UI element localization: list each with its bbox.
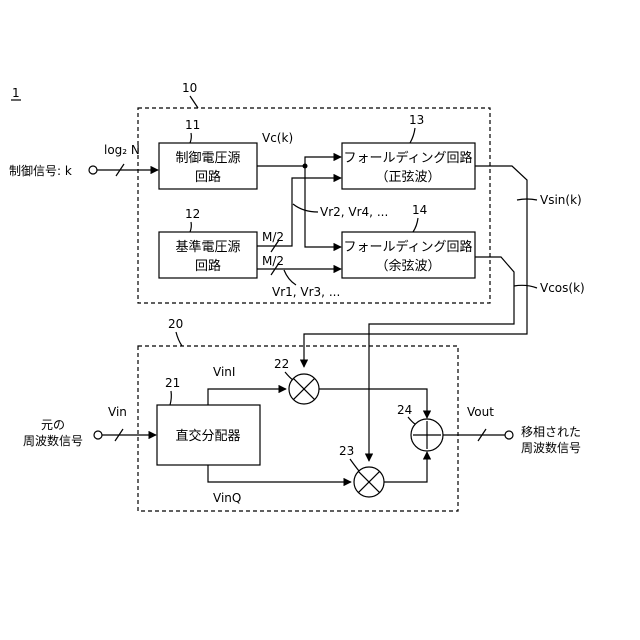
folding-sine-leader bbox=[410, 128, 415, 143]
vcos-label: Vcos(k) bbox=[540, 281, 585, 295]
folding-cosine-line2: （余弦波） bbox=[375, 258, 440, 274]
vcos-leader bbox=[514, 285, 537, 288]
group-20-ref: 20 bbox=[168, 317, 183, 331]
vc-to-folding-sine bbox=[305, 157, 341, 166]
control-voltage-line2: 回路 bbox=[195, 169, 221, 185]
vsin-label: Vsin(k) bbox=[540, 193, 582, 207]
input-signal-line2: 周波数信号 bbox=[23, 433, 83, 448]
folding-cosine-ref: 14 bbox=[412, 203, 427, 217]
mixer-q-to-adder bbox=[384, 452, 427, 482]
quadrature-divider-label: 直交分配器 bbox=[175, 428, 240, 444]
control-voltage-line1: 制御電圧源 bbox=[175, 151, 240, 166]
folding-cosine-line1: フォールディング回路 bbox=[343, 239, 472, 255]
output-signal-line2: 周波数信号 bbox=[521, 440, 581, 455]
vinq-label: VinQ bbox=[213, 491, 241, 505]
folding-sine-ref: 13 bbox=[409, 113, 424, 127]
rf-input-terminal bbox=[94, 431, 102, 439]
control-voltage-ref: 11 bbox=[185, 118, 200, 132]
log-n-label: log₂ N bbox=[104, 143, 140, 157]
vini-wire bbox=[208, 389, 286, 405]
adder-leader bbox=[408, 417, 415, 424]
output-signal-line1: 移相された bbox=[521, 425, 581, 439]
adder-ref: 24 bbox=[397, 403, 412, 417]
control-signal-label: 制御信号: k bbox=[9, 163, 72, 178]
vinq-wire bbox=[208, 465, 351, 482]
control-voltage-leader bbox=[190, 133, 191, 143]
reference-voltage-leader bbox=[190, 222, 191, 232]
input-signal-line1: 元の bbox=[41, 418, 65, 432]
reference-voltage-line2: 回路 bbox=[195, 258, 221, 274]
m2-bottom-label: M/2 bbox=[262, 254, 284, 268]
mixer-q-ref: 23 bbox=[339, 444, 354, 458]
mixer-i-leader bbox=[285, 372, 293, 380]
quadrature-divider-leader bbox=[170, 391, 171, 405]
folding-cosine-leader bbox=[413, 218, 418, 232]
vr-even-label: Vr2, Vr4, ... bbox=[320, 205, 388, 219]
figure-ref: 1 bbox=[12, 86, 20, 100]
vini-label: VinI bbox=[213, 365, 235, 379]
folding-sine-line2: （正弦波） bbox=[375, 169, 440, 185]
control-input-terminal bbox=[89, 166, 97, 174]
rf-output-terminal bbox=[505, 431, 513, 439]
group-20-leader bbox=[176, 332, 182, 346]
group-10-ref: 10 bbox=[182, 81, 197, 95]
mixer-q-leader bbox=[350, 459, 359, 471]
reference-voltage-ref: 12 bbox=[185, 207, 200, 221]
quadrature-divider-ref: 21 bbox=[165, 376, 180, 390]
mixer-i-ref: 22 bbox=[274, 357, 289, 371]
vout-label: Vout bbox=[467, 405, 494, 419]
vc-label: Vc(k) bbox=[262, 131, 293, 145]
vin-label: Vin bbox=[108, 405, 127, 419]
vr-odd-leader bbox=[284, 270, 296, 285]
reference-voltage-line1: 基準電圧源 bbox=[175, 239, 240, 255]
vr-odd-label: Vr1, Vr3, ... bbox=[272, 285, 340, 299]
m2-top-label: M/2 bbox=[262, 230, 284, 244]
folding-sine-line1: フォールディング回路 bbox=[343, 150, 472, 166]
group-10-leader bbox=[190, 96, 198, 108]
